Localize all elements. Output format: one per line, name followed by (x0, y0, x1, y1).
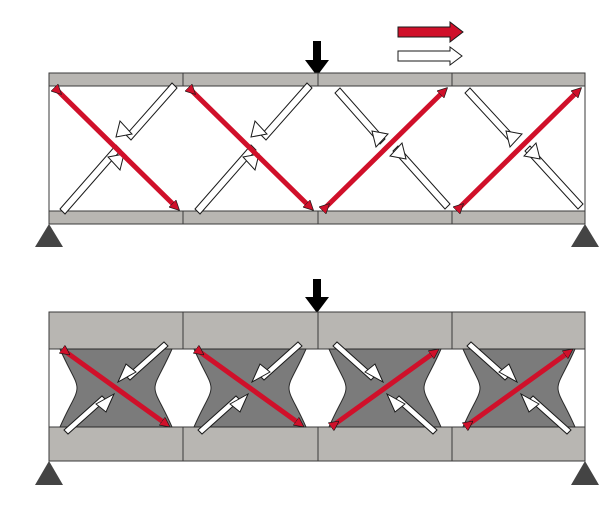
lower-top-chord (48, 311, 586, 350)
lower-load-arrow (305, 279, 329, 313)
upper-tension-ties (58, 91, 578, 207)
upper-top-chord (48, 72, 586, 87)
lower-panel-separators (182, 312, 453, 461)
lower-right-support (571, 461, 599, 485)
legend-compression-arrow (397, 46, 463, 66)
upper-truss (35, 41, 599, 247)
lower-bottom-chord (48, 426, 586, 462)
upper-load-arrow (305, 41, 329, 76)
upper-left-support (35, 224, 63, 247)
upper-web-frame (48, 85, 586, 212)
upper-panel-separators (182, 73, 453, 224)
upper-bottom-chord (48, 210, 586, 225)
lower-left-support (35, 461, 63, 485)
lower-tension-ties (66, 352, 569, 424)
legend (397, 20, 464, 66)
upper-right-support (571, 224, 599, 247)
legend-tension-arrow (397, 20, 464, 44)
lower-beam (35, 279, 599, 485)
